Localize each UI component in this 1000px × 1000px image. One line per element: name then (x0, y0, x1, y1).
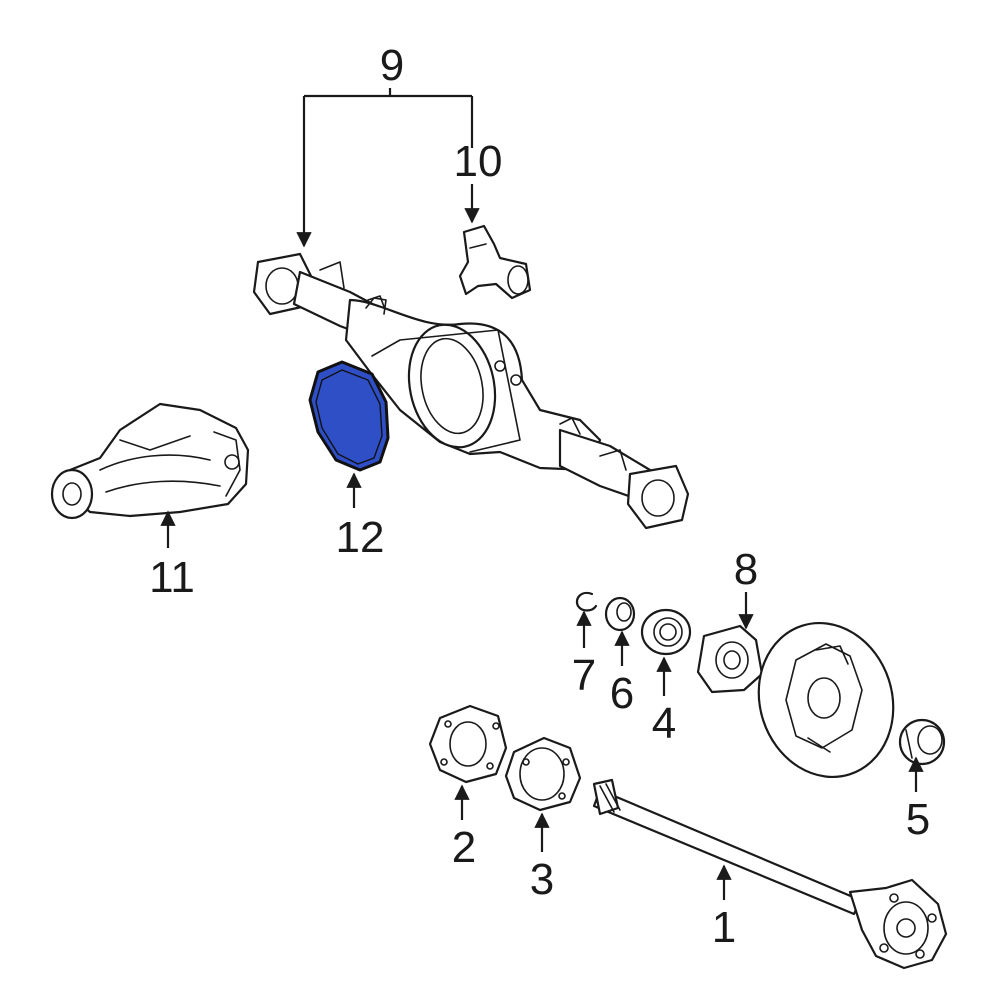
axle-shaft[interactable] (592, 778, 948, 970)
callout-2: 2 (452, 823, 476, 872)
bracket[interactable] (458, 224, 532, 300)
brake-backing-plate[interactable] (739, 605, 913, 794)
retainer-plate[interactable] (428, 704, 508, 784)
callout-1: 1 (712, 903, 736, 952)
callout-12: 12 (336, 513, 385, 562)
callout-6: 6 (610, 669, 634, 718)
differential-carrier[interactable] (50, 402, 250, 520)
callout-3: 3 (530, 855, 554, 904)
callout-9: 9 (380, 41, 404, 90)
callout-7: 7 (572, 651, 596, 700)
axle-housing[interactable] (252, 252, 690, 530)
oil-seal[interactable] (898, 718, 946, 766)
retainer-gasket[interactable] (504, 736, 582, 812)
callout-5: 5 (906, 795, 930, 844)
callout-numbers: 9 10 11 12 8 7 6 4 5 2 3 1 (149, 41, 930, 952)
leader-lines (160, 88, 924, 900)
retainer-ring[interactable] (604, 596, 636, 632)
callout-11: 11 (149, 553, 195, 602)
cover-gasket[interactable] (308, 360, 390, 472)
bearing-housing[interactable] (696, 624, 764, 694)
callout-8: 8 (734, 545, 758, 594)
wheel-bearing[interactable] (640, 608, 692, 656)
snap-ring[interactable] (575, 591, 598, 612)
callout-4: 4 (652, 699, 676, 748)
callout-10: 10 (454, 137, 503, 186)
